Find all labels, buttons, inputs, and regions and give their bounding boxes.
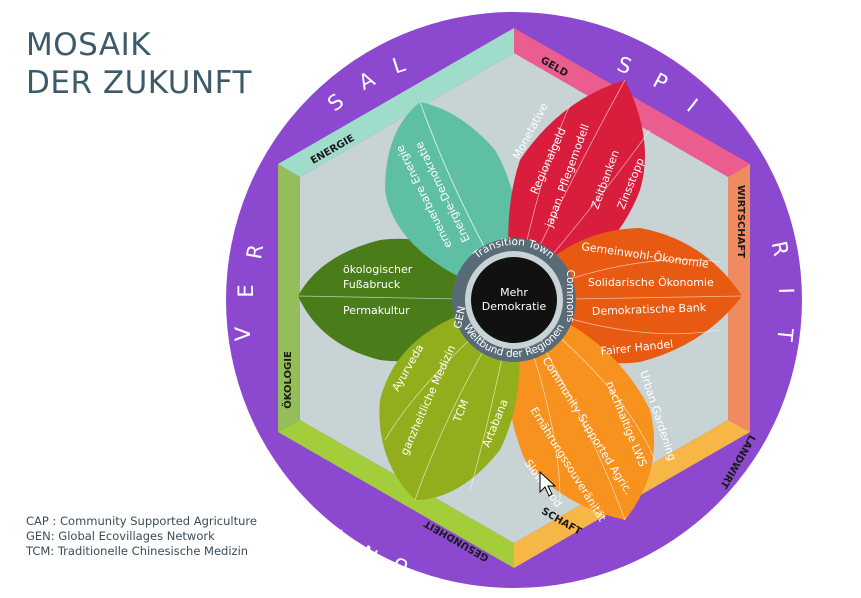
leaf-label-fussabruck: Fußabruck — [343, 278, 401, 291]
segment-gesundheit-band — [278, 420, 514, 568]
ring-letter-t: T — [772, 326, 797, 342]
segment-label-oekologie: ÖKOLOGIE — [280, 351, 294, 409]
page-title: MOSAIK DER ZUKUNFT — [26, 26, 252, 102]
center-label-line1: Mehr — [500, 286, 528, 299]
mouse-cursor-icon — [539, 470, 557, 497]
legend-line-gen: GEN: Global Ecovillages Network — [26, 529, 215, 543]
center-disc — [471, 257, 557, 343]
ring-letter-r2: R — [767, 239, 794, 258]
leaves — [297, 79, 743, 521]
hub: Transition Town GEN Commons Weltbund der… — [452, 236, 576, 362]
hub-label-commons: Commons — [564, 270, 576, 323]
ring-letter-i2: I — [774, 287, 798, 294]
segment-oekologie-band — [278, 164, 300, 432]
leaf-label-demokratische-bank: Demokratische Bank — [592, 301, 707, 318]
hub-label-gen: GEN — [452, 305, 468, 330]
leaf-label-permakultur: Permakultur — [343, 304, 410, 317]
leaf-label-solidarische: Solidarische Ökonomie — [588, 276, 714, 289]
ring-letter-r: R — [242, 243, 268, 262]
legend-line-tcm: TCM: Traditionelle Chinesische Medizin — [26, 544, 249, 558]
segment-energie-band — [278, 28, 514, 177]
legend-line-cap: CAP : Community Supported Agriculture — [26, 514, 257, 528]
segment-label-wirtschaft: WIRTSCHAFT — [735, 185, 746, 258]
leaf-landwirtschaft — [506, 300, 655, 520]
ring-letter-v: V — [231, 326, 255, 341]
ring-letter-e: E — [234, 284, 258, 297]
leaf-label-oekologischer: ökologischer — [343, 263, 413, 276]
title-line-1: MOSAIK — [26, 27, 152, 63]
center-label-line2: Demokratie — [482, 300, 547, 313]
title-line-2: DER ZUKUNFT — [26, 65, 252, 101]
legend: CAP : Community Supported Agriculture GE… — [26, 514, 257, 559]
